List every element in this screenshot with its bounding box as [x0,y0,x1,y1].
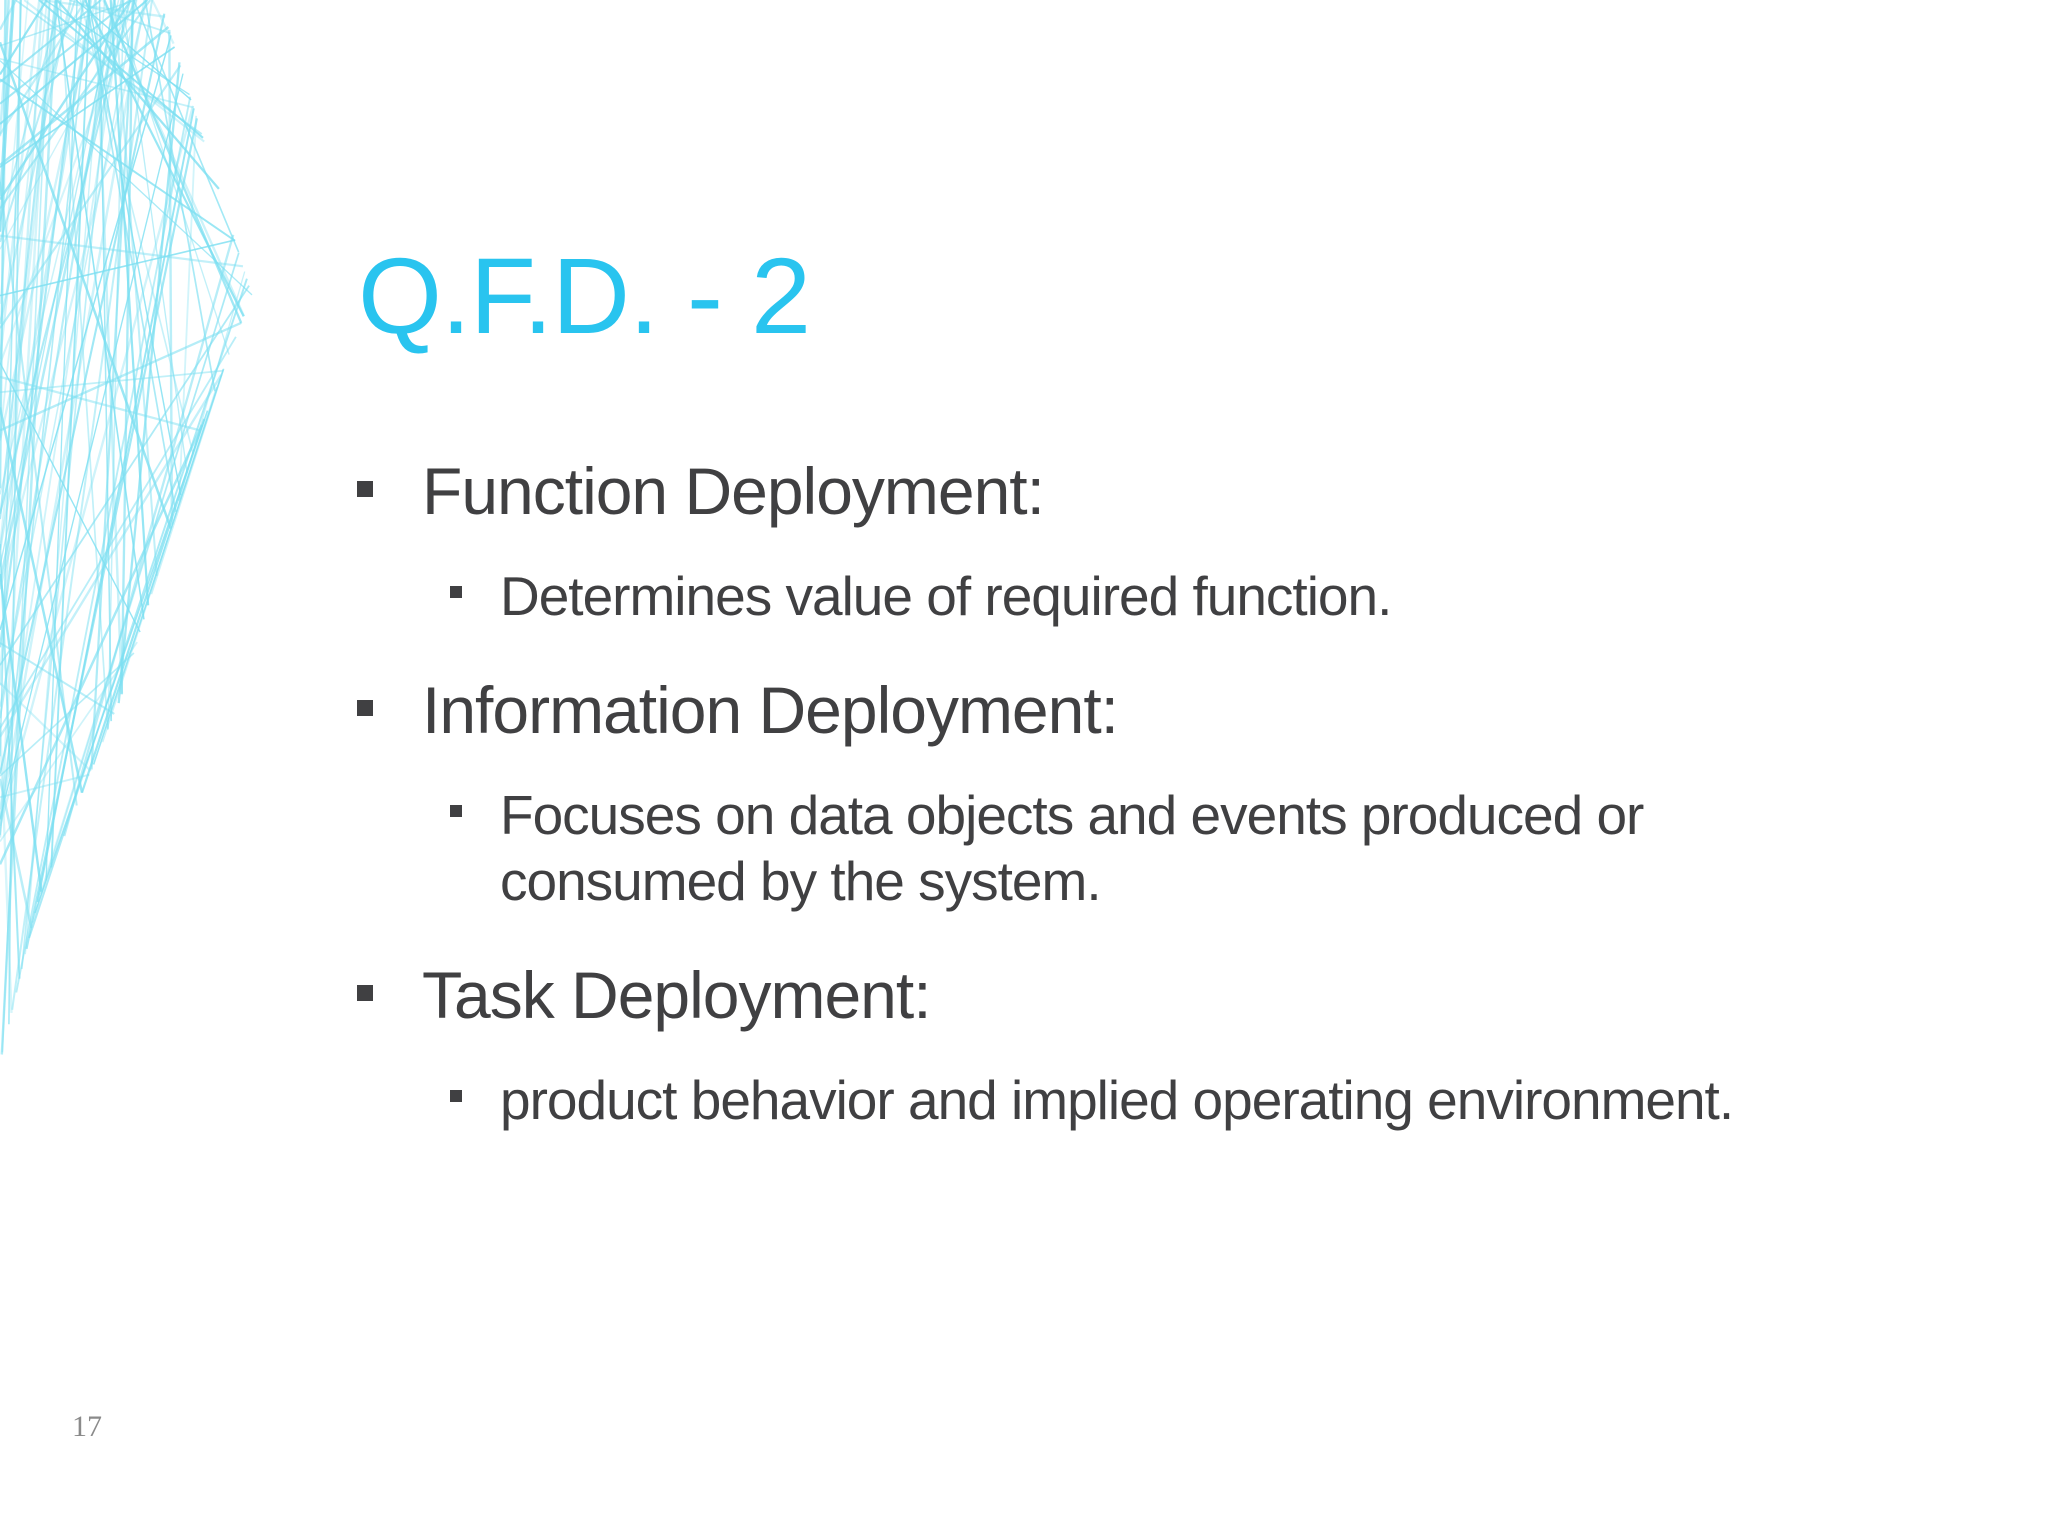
wireframe-decoration [0,0,253,1055]
sub-bullet-label: Determines value of required function. [500,565,1392,627]
sub-bullet-item: Determines value of required function. [450,563,1917,629]
page-number: 17 [72,1410,102,1443]
sub-bullet-icon [450,1090,462,1102]
bullet-item: Information Deployment: [357,670,1917,750]
bullet-label: Information Deployment: [422,673,1119,747]
bullet-item: Task Deployment: [357,955,1917,1035]
bullet-item: Function Deployment: [357,451,1917,531]
bullet-label: Task Deployment: [422,958,932,1032]
sub-bullet-icon [450,586,462,598]
sub-bullet-label: product behavior and implied operating e… [500,1069,1734,1131]
bullet-list: Function Deployment: Determines value of… [357,451,1917,1133]
bullet-icon [357,985,373,1001]
bullet-icon [357,700,373,716]
sub-bullet-item: Focuses on data objects and events produ… [450,782,1917,914]
slide-title: Q.F.D. - 2 [358,235,811,356]
sub-bullet-label: Focuses on data objects and events produ… [500,784,1644,912]
bullet-label: Function Deployment: [422,454,1045,528]
bullet-icon [357,481,373,497]
sub-bullet-icon [450,805,462,817]
sub-bullet-item: product behavior and implied operating e… [450,1067,1917,1133]
